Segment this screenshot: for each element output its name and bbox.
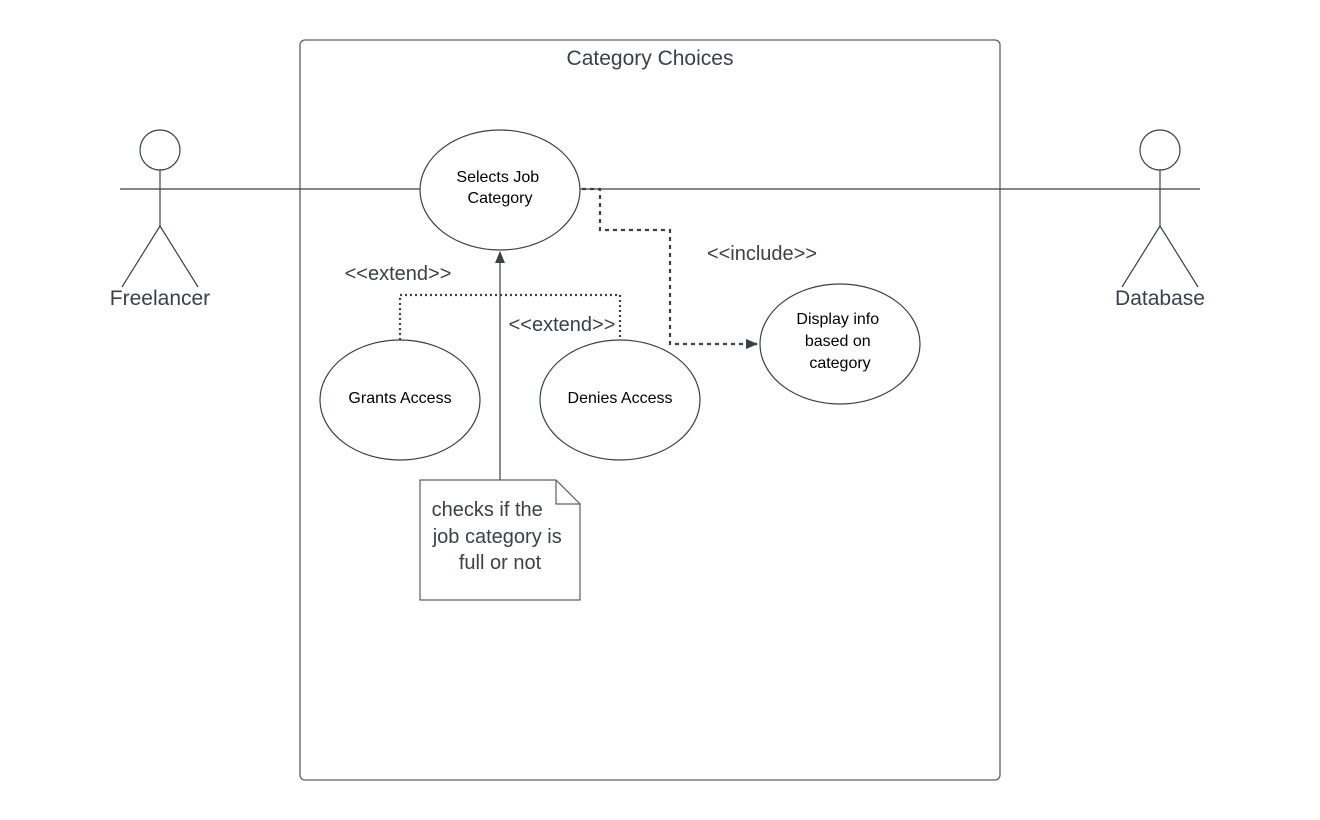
system-title: Category Choices	[567, 47, 734, 70]
use-case-label-line: Selects Job	[456, 169, 539, 186]
note-line: full or not	[459, 552, 542, 574]
actor-freelancer[interactable]: Freelancer	[110, 129, 210, 310]
note-shape	[419, 479, 581, 601]
include-label: <<include>>	[707, 243, 817, 265]
use-case-label-line: Denies Access	[568, 390, 673, 407]
use-case-label-line: Category	[468, 190, 533, 207]
use-case-denies-access[interactable]: Denies Access	[539, 339, 701, 461]
use-case-display-info[interactable]: Display info based on category	[759, 283, 921, 405]
svg-text:checks if the job catego: checks if the job category is full or no…	[432, 499, 568, 574]
note[interactable]: checks if the job category is full or no…	[419, 479, 581, 601]
extend-label-grants: <<extend>>	[345, 263, 452, 285]
use-case-label-line: category	[809, 355, 870, 372]
use-case-selects-job-category[interactable]: Selects Job Category	[419, 129, 581, 251]
use-case-label-line: Display info	[796, 311, 879, 328]
extend-connector	[398, 293, 622, 340]
use-case-label-line: based on	[805, 333, 871, 350]
svg-text:Grants Access: Grants Access	[348, 390, 451, 407]
extend-label-denies: <<extend>>	[509, 314, 616, 336]
system-boundary: Category Choices	[299, 39, 1001, 781]
actor-database[interactable]: Database	[1115, 129, 1205, 310]
use-case-grants-access[interactable]: Grants Access	[319, 339, 481, 461]
stick-figure-icon	[121, 129, 199, 288]
svg-text:Selects Job Category: Selects Job Category	[456, 169, 543, 207]
svg-text:Display info based on: Display info based on category	[796, 311, 883, 372]
note-line: checks if the	[432, 499, 543, 521]
actor-database-label: Database	[1115, 287, 1205, 310]
note-line: job category is	[432, 526, 562, 548]
use-case-label-line: Grants Access	[348, 390, 451, 407]
include-connector	[582, 187, 758, 349]
note-fold-icon	[555, 480, 580, 505]
svg-text:Denies Access: Denies Access	[568, 390, 673, 407]
actor-freelancer-label: Freelancer	[110, 287, 210, 310]
stick-figure-icon	[1121, 129, 1199, 288]
